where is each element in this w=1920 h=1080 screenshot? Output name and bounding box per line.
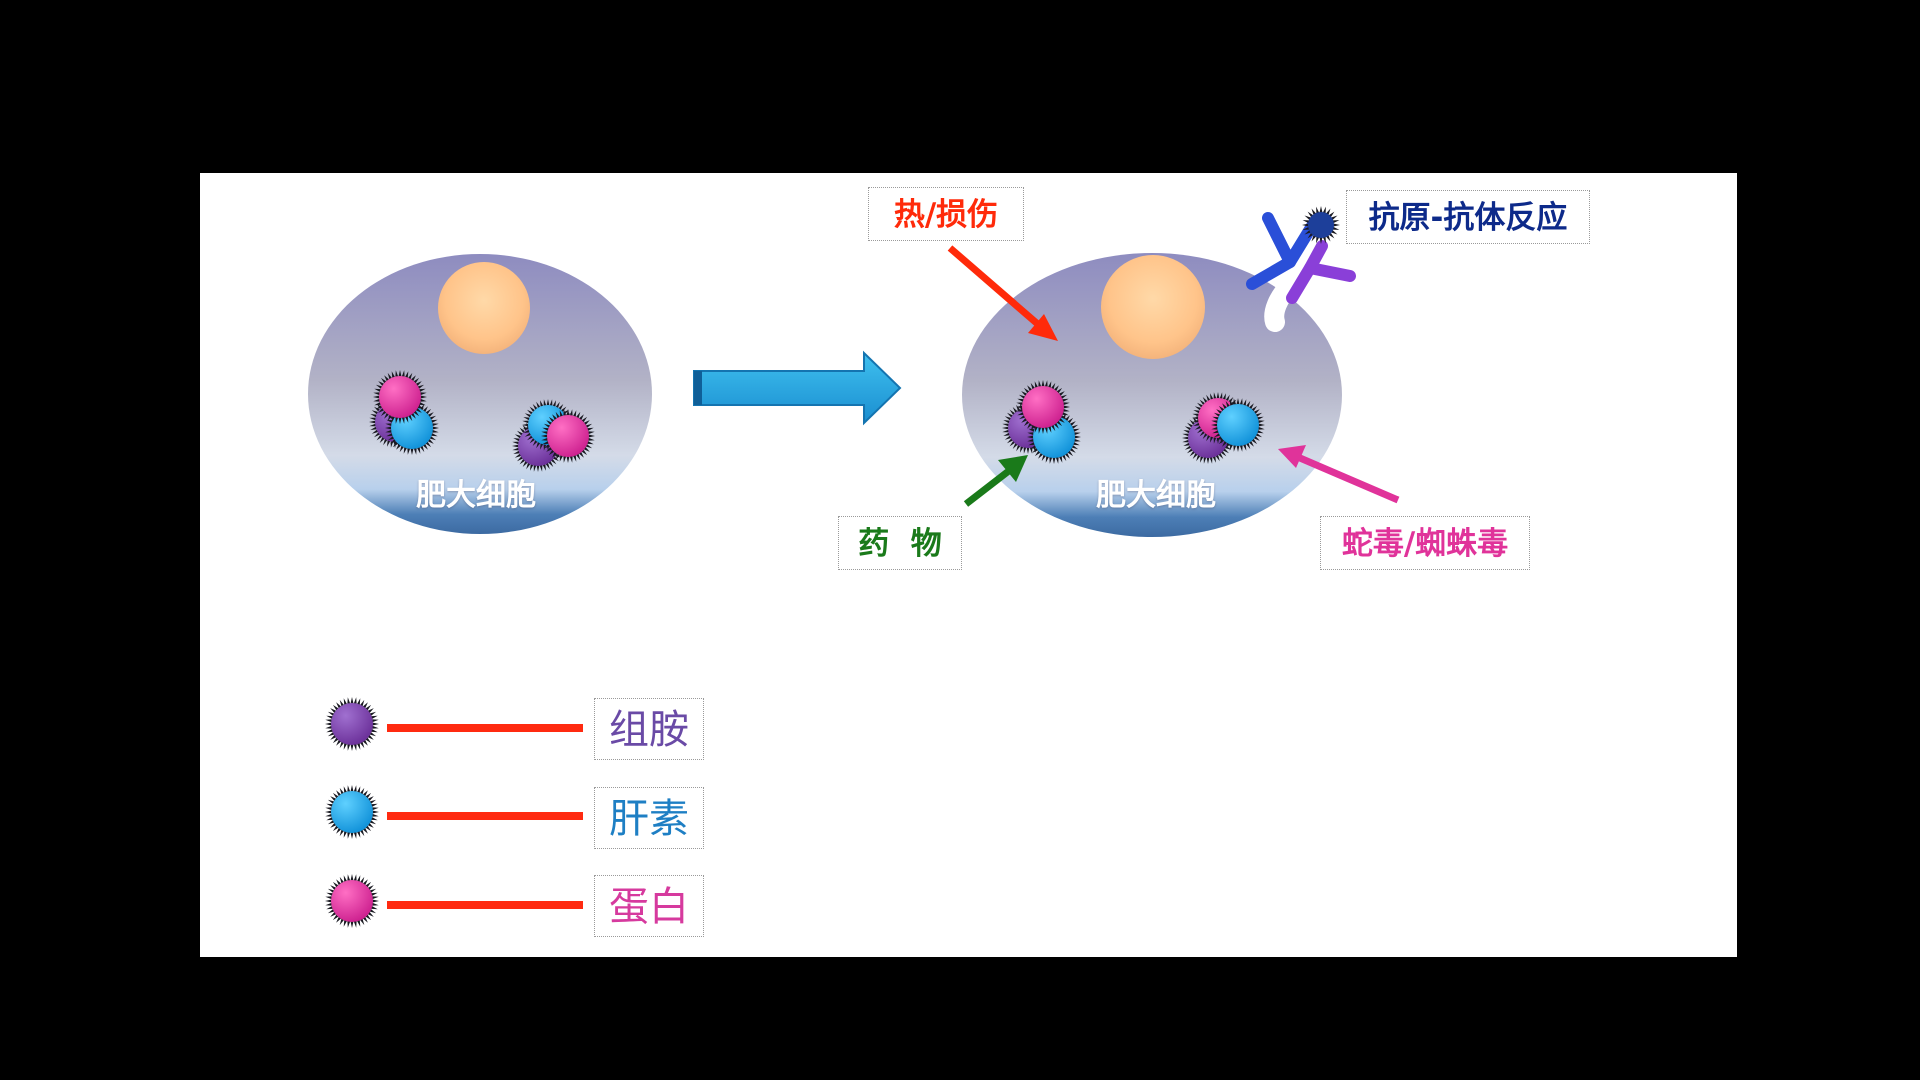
trigger-antigen-label: 抗原-抗体反应 [1346,190,1590,244]
venom-arrow-icon [1278,445,1400,504]
legend-heparin-granule-icon [325,785,379,839]
trigger-venom-label: 蛇毒/蜘蛛毒 [1320,516,1530,570]
protein-granule-icon [373,370,427,424]
nucleus-icon [438,262,530,354]
drug-arrow-icon [963,455,1028,507]
mast-cell-before [308,254,652,534]
legend-label-heparin: 肝素 [594,787,704,849]
mast-cell-after [962,253,1342,537]
heat-arrow-icon [947,245,1058,341]
legend-label-protein: 蛋白 [594,875,704,937]
cell-label-before: 肥大细胞 [416,478,536,513]
antigen-particle-icon [1302,206,1340,244]
trigger-heat-label: 热/损伤 [868,187,1024,241]
legend-protein-granule-icon [325,874,379,928]
protein-granule-icon [541,409,595,463]
process-arrow-icon [693,350,902,426]
antigen-icon [1302,206,1340,244]
trigger-drug-label: 药 物 [838,516,962,570]
legend-label-histamine: 组胺 [594,698,704,760]
nucleus-icon [1101,255,1205,359]
heparin-granule-icon [1211,398,1265,452]
protein-granule-icon [1016,380,1070,434]
cell-label-after: 肥大细胞 [1096,478,1216,513]
legend-graphics [325,697,583,928]
legend-histamine-granule-icon [325,697,379,751]
